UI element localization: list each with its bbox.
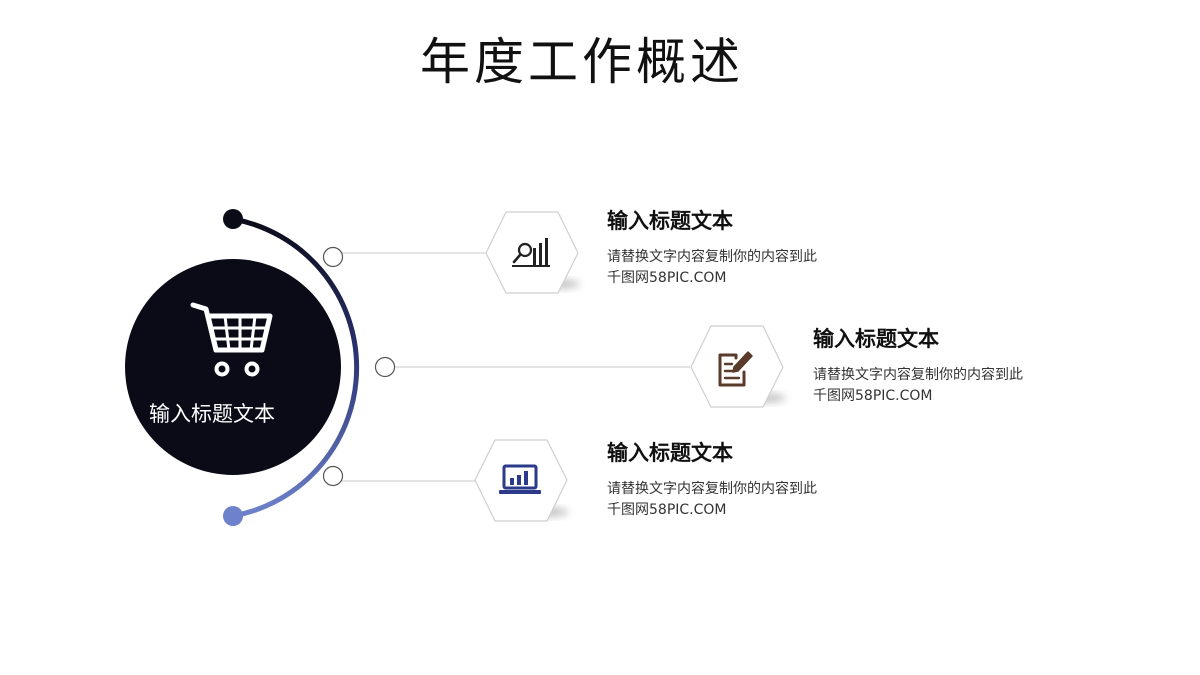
arc-node-2	[374, 356, 396, 378]
search-chart-icon	[512, 238, 550, 267]
arc-end-dot	[223, 506, 243, 526]
laptop-chart-icon	[499, 464, 541, 494]
item-3-desc-line-2: 千图网58PIC.COM	[607, 502, 727, 518]
item-2: 输入标题文本 请替换文字内容复制你的内容到此 千图网58PIC.COM	[813, 323, 1023, 407]
item-1-desc-line-1: 请替换文字内容复制你的内容到此	[607, 249, 817, 265]
item-3-title: 输入标题文本	[607, 441, 733, 465]
item-3: 输入标题文本 请替换文字内容复制你的内容到此 千图网58PIC.COM	[607, 437, 817, 521]
item-2-desc-line-1: 请替换文字内容复制你的内容到此	[813, 367, 1023, 383]
main-circle	[125, 259, 341, 475]
center-title: 输入标题文本	[149, 402, 275, 426]
item-1-desc-line-2: 千图网58PIC.COM	[607, 270, 727, 286]
item-2-desc-line-2: 千图网58PIC.COM	[813, 388, 933, 404]
item-1: 输入标题文本 请替换文字内容复制你的内容到此 千图网58PIC.COM	[607, 205, 817, 289]
hexagon-1	[485, 211, 580, 294]
arc-start-dot	[223, 209, 243, 229]
item-3-description: 请替换文字内容复制你的内容到此 千图网58PIC.COM	[607, 479, 817, 521]
item-2-description: 请替换文字内容复制你的内容到此 千图网58PIC.COM	[813, 365, 1023, 407]
item-1-title: 输入标题文本	[607, 209, 733, 233]
hexagon-2	[690, 325, 786, 408]
item-3-desc-line-1: 请替换文字内容复制你的内容到此	[607, 481, 817, 497]
arc-node-3	[322, 465, 344, 487]
hexagon-3	[474, 439, 569, 522]
item-1-description: 请替换文字内容复制你的内容到此 千图网58PIC.COM	[607, 247, 817, 289]
shopping-cart-icon	[190, 302, 273, 377]
page-title: 年度工作概述	[420, 33, 744, 91]
progress-arc	[230, 216, 360, 519]
arc-node-1	[322, 246, 344, 268]
edit-note-icon	[718, 351, 753, 387]
item-2-title: 输入标题文本	[813, 327, 939, 351]
connector-lines	[333, 252, 690, 482]
